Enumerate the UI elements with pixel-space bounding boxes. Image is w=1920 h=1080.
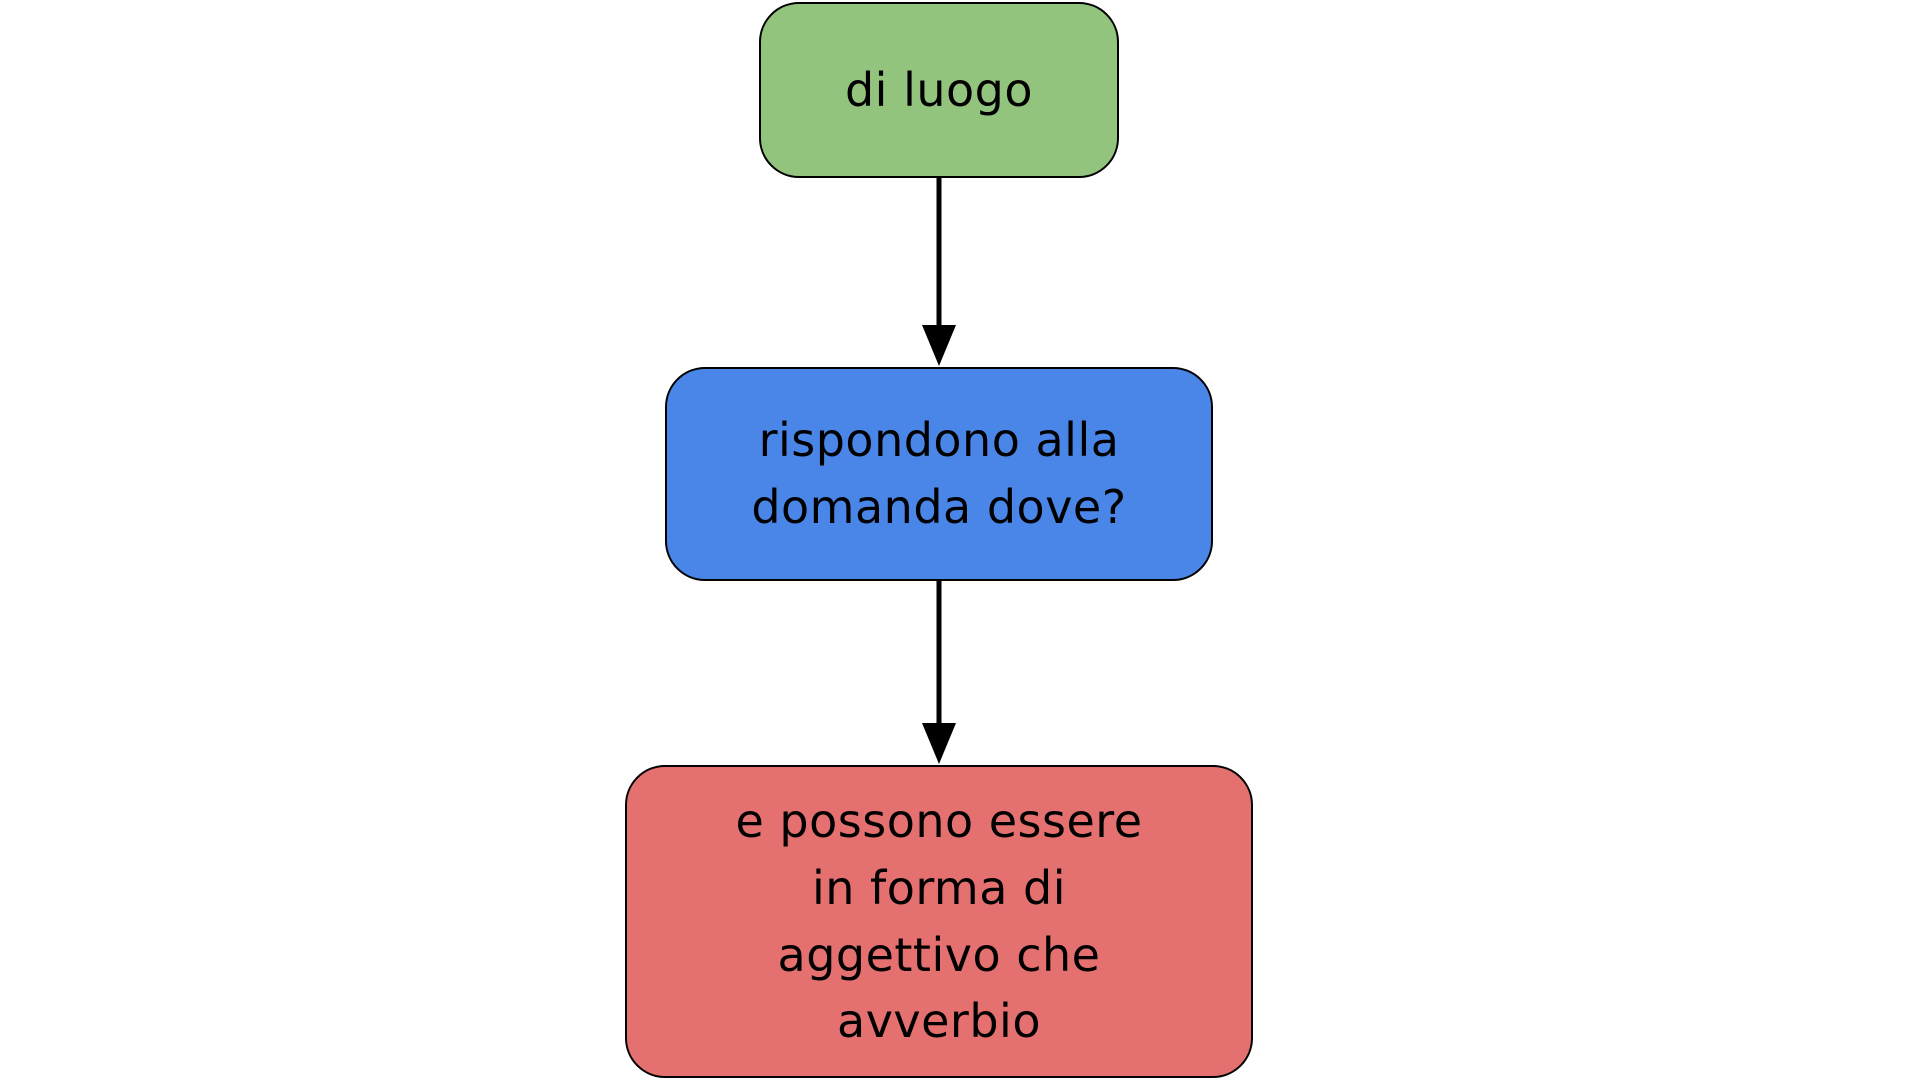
node-domanda-dove-label: rispondono alla domanda dove?: [751, 413, 1127, 534]
node-di-luogo-label: di luogo: [844, 62, 1034, 117]
flowchart-node-forma-aggettivo-avverbio: e possono essere in forma di aggettivo c…: [625, 765, 1253, 1078]
node-forma-aggettivo-avverbio-label: e possono essere in forma di aggettivo c…: [735, 794, 1143, 1049]
flowchart-column: di luogo rispondono alla domanda dove? e…: [625, 2, 1253, 1078]
flowchart-node-di-luogo: di luogo: [759, 2, 1119, 178]
flowchart-node-domanda-dove: rispondono alla domanda dove?: [665, 367, 1213, 581]
arrow-down-icon: [922, 581, 956, 764]
arrow-down-icon: [922, 178, 956, 366]
